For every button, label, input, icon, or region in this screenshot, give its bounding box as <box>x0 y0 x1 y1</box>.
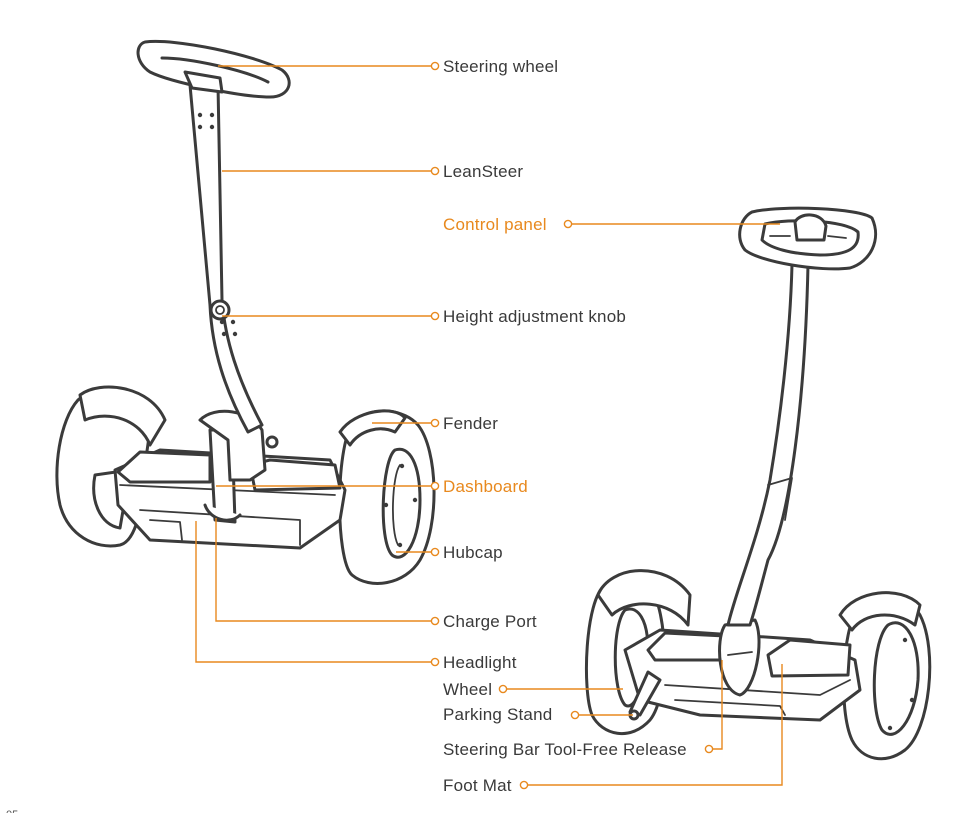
label-leansteer: LeanSteer <box>443 162 523 181</box>
callout-dashboard: Dashboard <box>430 477 528 496</box>
callout-dot <box>430 616 440 626</box>
callout-charge-port: Charge Port <box>430 612 537 631</box>
page-number: 05 <box>6 809 18 813</box>
callout-dot <box>430 166 440 176</box>
label-steering-wheel: Steering wheel <box>443 57 558 76</box>
callout-steering-release: Steering Bar Tool-Free Release <box>443 740 714 759</box>
label-fender: Fender <box>443 414 498 433</box>
callout-hubcap: Hubcap <box>430 543 503 562</box>
callout-control-panel: Control panel <box>443 215 573 234</box>
callout-dot <box>430 418 440 428</box>
scooter-rear-illustration <box>584 206 932 761</box>
label-hubcap: Hubcap <box>443 543 503 562</box>
label-parking-stand: Parking Stand <box>443 705 552 724</box>
callout-parking-stand: Parking Stand <box>443 705 580 724</box>
label-wheel: Wheel <box>443 680 492 699</box>
callout-dot <box>430 311 440 321</box>
callout-dot <box>570 710 580 720</box>
callout-dot <box>430 481 440 491</box>
callout-foot-mat: Foot Mat <box>443 776 529 795</box>
label-control-panel: Control panel <box>443 215 547 234</box>
callout-dot <box>430 547 440 557</box>
scooter-front-illustration <box>55 39 436 585</box>
callout-dot <box>519 780 529 790</box>
callout-wheel: Wheel <box>443 680 508 699</box>
callout-leansteer: LeanSteer <box>430 162 523 181</box>
callout-dot <box>430 657 440 667</box>
leader-lines <box>195 65 783 786</box>
callout-dot <box>498 684 508 694</box>
label-height-knob: Height adjustment knob <box>443 307 626 326</box>
label-dashboard: Dashboard <box>443 477 528 496</box>
label-foot-mat: Foot Mat <box>443 776 512 795</box>
callout-headlight: Headlight <box>430 653 517 672</box>
label-steering-release: Steering Bar Tool-Free Release <box>443 740 687 759</box>
callout-steering-wheel: Steering wheel <box>430 57 558 76</box>
label-headlight: Headlight <box>443 653 517 672</box>
label-charge-port: Charge Port <box>443 612 537 631</box>
callout-dot <box>563 219 573 229</box>
callout-height-knob: Height adjustment knob <box>430 307 626 326</box>
callout-dot <box>704 744 714 754</box>
callout-dot <box>430 61 440 71</box>
callout-fender: Fender <box>430 414 498 433</box>
